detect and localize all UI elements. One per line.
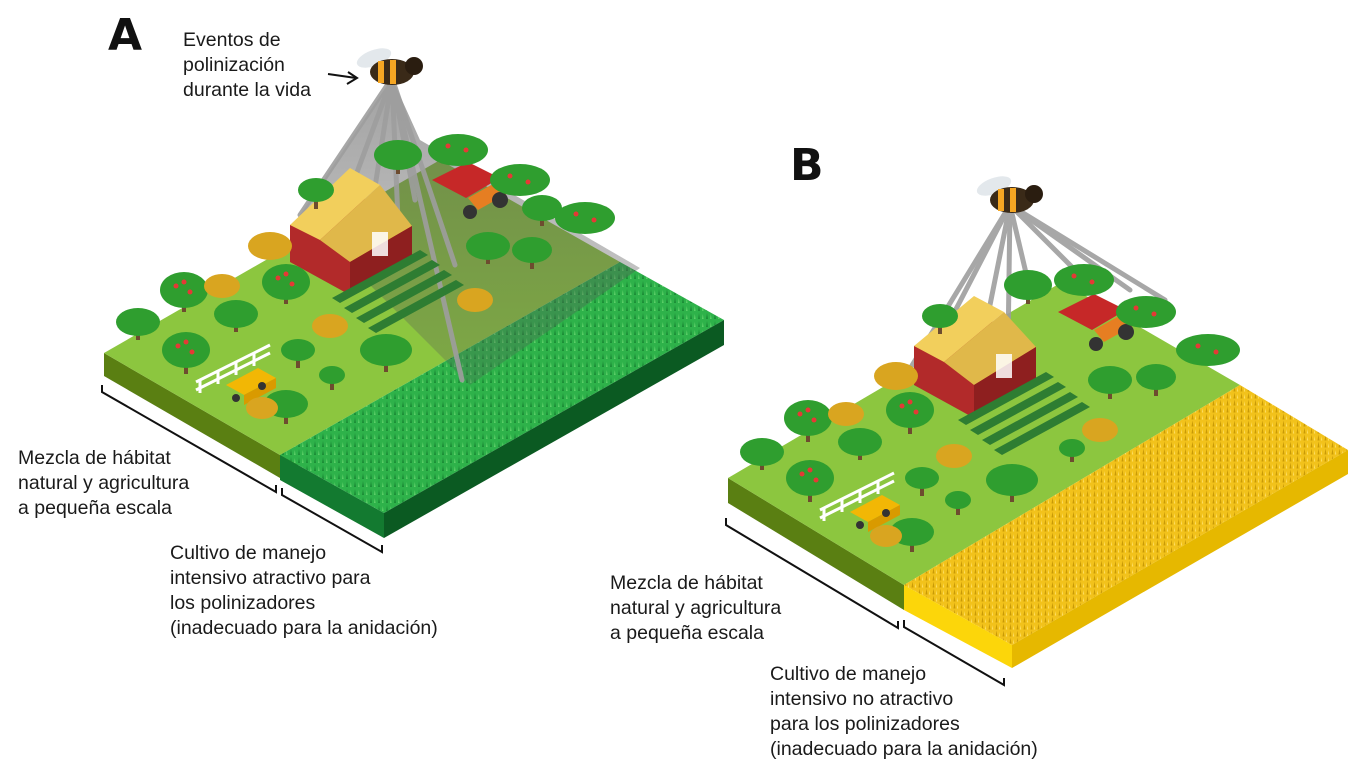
label-line: los polinizadores <box>170 592 316 614</box>
apple-tree-icon <box>1054 264 1114 296</box>
b-crop-bracket <box>903 620 1005 687</box>
a-grass-left-side <box>104 353 280 478</box>
apple-tree-icon <box>555 202 615 234</box>
tree-icon <box>986 464 1038 502</box>
label-line: (inadecuado para la anidación) <box>770 738 1038 760</box>
label-line: Cultivo de manejo <box>170 542 327 564</box>
b-fence-icon <box>819 471 895 521</box>
b-barn-icon <box>914 296 1036 418</box>
b-truck-icon <box>850 495 900 532</box>
a-crop-bracket <box>281 488 383 554</box>
apple-tree-icon <box>162 332 210 374</box>
a-crop-field-top <box>280 262 724 513</box>
a-crop-label: Cultivo de manejo intensivo atractivo pa… <box>170 541 438 641</box>
label-line: polinización <box>183 54 285 76</box>
a-barn-icon <box>290 168 412 295</box>
label-line: (inadecuado para la anidación) <box>170 617 438 639</box>
b-crop-field-top <box>904 385 1348 645</box>
apple-tree-icon <box>160 272 208 312</box>
a-crop-field-right <box>384 320 724 538</box>
label-line: intensivo no atractivo <box>770 688 954 710</box>
b-trees <box>740 270 1176 552</box>
b-crop-label: Cultivo de manejo intensivo no atractivo… <box>770 662 1038 762</box>
tree-icon <box>922 304 958 334</box>
a-truck-icon <box>226 368 276 405</box>
label-line: Mezcla de hábitat <box>18 447 171 469</box>
b-habitat-bracket <box>725 518 899 630</box>
panel-b-landscape <box>725 176 1348 687</box>
label-line: Eventos de <box>183 29 281 51</box>
a-tractor-icon <box>432 162 510 219</box>
b-vegetable-rows <box>958 372 1090 455</box>
label-line: durante la vida <box>183 79 311 101</box>
apple-tree-icon <box>784 400 832 442</box>
tree-icon <box>838 428 882 460</box>
a-pollination-events-label: Eventos de polinización durante la vida <box>183 28 311 103</box>
b-crop-field-right <box>1012 450 1348 668</box>
label-line: a pequeña escala <box>610 622 764 644</box>
apple-tree-icon <box>786 460 834 502</box>
a-crop-field-front <box>280 455 384 538</box>
label-line: natural y agricultura <box>610 597 782 619</box>
a-habitat-label: Mezcla de hábitat natural y agricultura … <box>18 446 189 521</box>
b-habitat-label: Mezcla de hábitat natural y agricultura … <box>610 571 781 646</box>
label-line: a pequeña escala <box>18 497 172 519</box>
a-trees <box>116 140 562 424</box>
tree-icon <box>512 237 552 269</box>
a-autumn-trees <box>204 232 493 419</box>
b-apple-trees <box>784 264 1240 502</box>
label-line: Mezcla de hábitat <box>610 572 763 594</box>
a-habitat-bracket <box>101 385 277 494</box>
tree-icon <box>281 339 315 368</box>
panel-b-letter: B <box>790 140 824 191</box>
panel-a-landscape <box>101 48 724 554</box>
tree-icon <box>466 232 510 264</box>
tree-icon <box>945 491 971 515</box>
tree-icon <box>1088 366 1132 399</box>
label-line: intensivo atractivo para <box>170 567 371 589</box>
apple-tree-icon <box>1116 296 1176 328</box>
tree-icon <box>905 467 939 496</box>
apple-tree-icon <box>490 164 550 196</box>
apple-tree-icon <box>886 392 934 434</box>
tree-icon <box>1059 439 1085 462</box>
tree-icon <box>298 178 334 209</box>
tree-icon <box>319 366 345 390</box>
b-autumn-trees <box>828 362 1118 547</box>
tree-icon <box>1004 270 1052 304</box>
apple-tree-icon <box>1176 334 1240 366</box>
panel-a-letter: A <box>108 10 143 61</box>
tree-icon <box>740 438 784 470</box>
tree-icon <box>522 195 562 226</box>
a-fence-icon <box>195 343 271 393</box>
b-grass-left-side <box>728 478 904 610</box>
a-bee-icon <box>356 48 423 85</box>
apple-tree-icon <box>262 264 310 304</box>
b-bee-icon <box>976 176 1043 213</box>
label-line: para los polinizadores <box>770 713 960 735</box>
tree-icon <box>1136 364 1176 396</box>
arrow-icon <box>327 71 359 85</box>
tree-icon <box>214 300 258 332</box>
tree-icon <box>116 308 160 340</box>
b-crop-field-front <box>904 585 1012 668</box>
a-apple-trees <box>160 134 615 374</box>
tree-icon <box>360 334 412 372</box>
label-line: Cultivo de manejo <box>770 663 927 685</box>
label-line: natural y agricultura <box>18 472 190 494</box>
apple-tree-icon <box>428 134 488 166</box>
a-vegetable-rows <box>332 250 464 333</box>
tree-icon <box>374 140 422 174</box>
